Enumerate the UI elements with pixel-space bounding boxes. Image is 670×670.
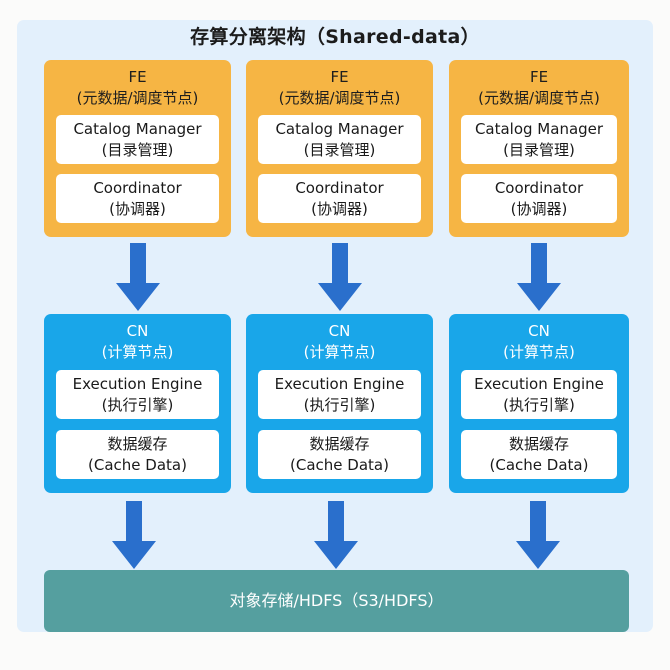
node-desc: (元数据/调度节点) [278, 89, 401, 107]
cn-node: CN (计算节点) Execution Engine (执行引擎) 数据缓存 (… [246, 314, 433, 493]
node-header: CN (计算节点) [246, 321, 433, 363]
execution-engine-box: Execution Engine (执行引擎) [258, 370, 421, 419]
node-header: CN (计算节点) [44, 321, 231, 363]
node-header: FE (元数据/调度节点) [44, 67, 231, 109]
coordinator-box: Coordinator (协调器) [258, 174, 421, 223]
node-desc: (元数据/调度节点) [76, 89, 199, 107]
execution-engine-box: Execution Engine (执行引擎) [56, 370, 219, 419]
catalog-manager-box: Catalog Manager (目录管理) [56, 115, 219, 164]
node-name: CN [126, 322, 149, 340]
catalog-manager-box: Catalog Manager (目录管理) [461, 115, 617, 164]
node-name: FE [128, 68, 147, 86]
cache-data-box: 数据缓存 (Cache Data) [461, 430, 617, 479]
component-label: Catalog Manager [275, 119, 404, 138]
component-sublabel: (目录管理) [503, 140, 575, 159]
node-name: FE [529, 68, 549, 86]
arrow-down-icon [517, 243, 561, 311]
cache-data-box: 数据缓存 (Cache Data) [258, 430, 421, 479]
node-header: CN (计算节点) [449, 321, 629, 363]
component-label: Catalog Manager [474, 119, 604, 138]
component-label: 数据缓存 [309, 434, 370, 453]
coordinator-box: Coordinator (协调器) [56, 174, 219, 223]
node-name: CN [528, 322, 550, 340]
component-sublabel: (Cache Data) [489, 455, 589, 474]
component-label: 数据缓存 [107, 434, 168, 453]
component-sublabel: (Cache Data) [88, 455, 187, 474]
arrow-down-icon [318, 243, 362, 311]
component-sublabel: (目录管理) [303, 140, 376, 159]
arrow-down-icon [314, 501, 358, 569]
component-label: Execution Engine [72, 374, 203, 393]
diagram-title: 存算分离架构（Shared-data） [190, 26, 480, 48]
node-desc: (计算节点) [303, 343, 376, 361]
node-header: FE (元数据/调度节点) [246, 67, 433, 109]
arrow-down-icon [116, 243, 160, 311]
component-label: Execution Engine [474, 374, 604, 393]
node-desc: (计算节点) [101, 343, 174, 361]
coordinator-box: Coordinator (协调器) [461, 174, 617, 223]
component-label: Catalog Manager [73, 119, 202, 138]
arrow-down-icon [112, 501, 156, 569]
component-sublabel: (协调器) [510, 199, 568, 218]
component-sublabel: (执行引擎) [101, 395, 174, 414]
component-sublabel: (执行引擎) [503, 395, 575, 414]
component-label: Coordinator [494, 178, 584, 197]
node-name: CN [328, 322, 351, 340]
component-label: Coordinator [295, 178, 384, 197]
execution-engine-box: Execution Engine (执行引擎) [461, 370, 617, 419]
node-desc: (元数据/调度节点) [478, 89, 600, 107]
cache-data-box: 数据缓存 (Cache Data) [56, 430, 219, 479]
catalog-manager-box: Catalog Manager (目录管理) [258, 115, 421, 164]
object-storage-layer: 对象存储/HDFS（S3/HDFS） [44, 570, 629, 632]
node-desc: (计算节点) [503, 343, 575, 361]
cn-node: CN (计算节点) Execution Engine (执行引擎) 数据缓存 (… [449, 314, 629, 493]
component-label: 数据缓存 [508, 434, 569, 453]
component-sublabel: (执行引擎) [303, 395, 376, 414]
fe-node: FE (元数据/调度节点) Catalog Manager (目录管理) Coo… [449, 60, 629, 237]
node-header: FE (元数据/调度节点) [449, 67, 629, 109]
cn-node: CN (计算节点) Execution Engine (执行引擎) 数据缓存 (… [44, 314, 231, 493]
component-sublabel: (协调器) [109, 199, 166, 218]
component-sublabel: (目录管理) [101, 140, 174, 159]
component-label: Execution Engine [274, 374, 405, 393]
component-sublabel: (Cache Data) [290, 455, 389, 474]
component-label: Coordinator [93, 178, 182, 197]
fe-node: FE (元数据/调度节点) Catalog Manager (目录管理) Coo… [44, 60, 231, 237]
component-sublabel: (协调器) [311, 199, 368, 218]
node-name: FE [330, 68, 349, 86]
arrow-down-icon [516, 501, 560, 569]
fe-node: FE (元数据/调度节点) Catalog Manager (目录管理) Coo… [246, 60, 433, 237]
